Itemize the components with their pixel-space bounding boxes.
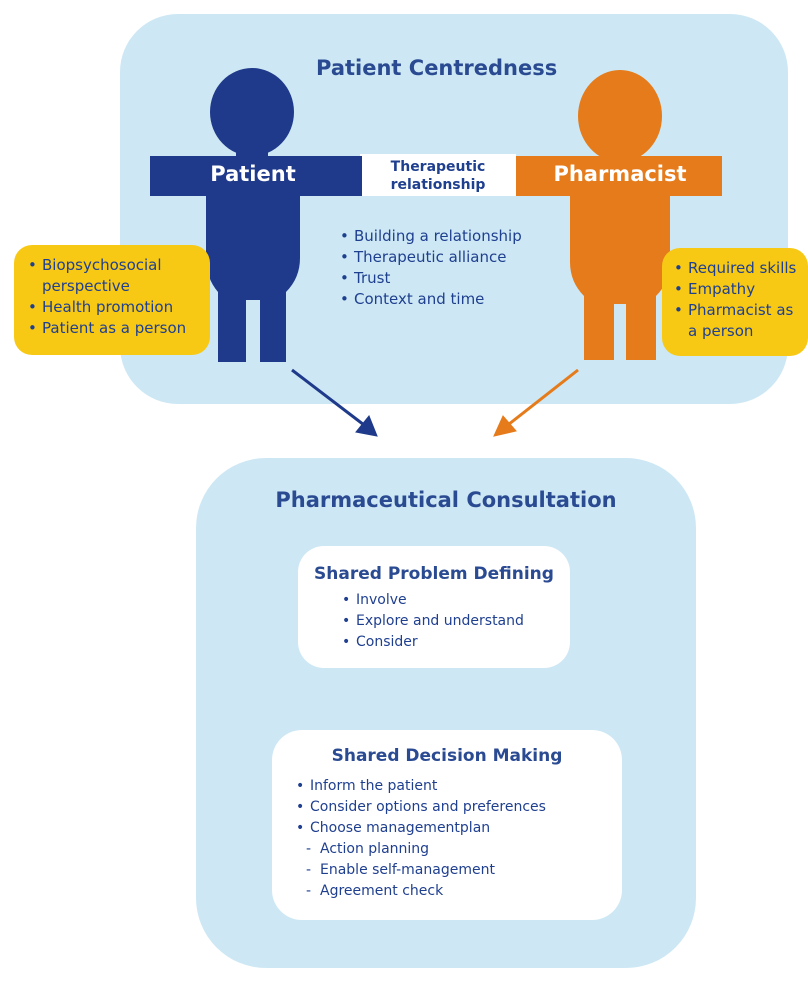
list-item: Agreement check: [304, 881, 622, 902]
patient-centredness-title: Patient Centredness: [316, 56, 558, 80]
list-item: Action planning: [304, 839, 622, 860]
list-item: Pharmacist as a person: [672, 300, 804, 342]
list-item: Therapeutic alliance: [338, 247, 522, 268]
shared-decision-making-title: Shared Decision Making: [331, 746, 563, 766]
pharmacist-figure: [516, 70, 722, 360]
patient-arrow: [291, 368, 378, 437]
therapeutic-relationship-label: Therapeutic relationship: [390, 159, 486, 193]
list-item: Health promotion: [26, 297, 204, 318]
list-item: Choose managementplan: [294, 818, 622, 839]
list-item: Enable self-management: [304, 860, 622, 881]
list-item: Explore and understand: [340, 611, 570, 632]
list-item: Building a relationship: [338, 226, 522, 247]
patient-figure: [150, 68, 362, 362]
pharmacist-aspects-box: Required skills Empathy Pharmacist as a …: [662, 248, 808, 356]
list-item: Consider options and preferences: [294, 797, 622, 818]
list-item: Biopsychosocial perspective: [26, 255, 204, 297]
relationship-list: Building a relationship Therapeutic alli…: [338, 226, 522, 310]
list-item: Empathy: [672, 279, 804, 300]
patient-label: Patient: [210, 162, 296, 186]
shared-decision-making-box: Shared Decision Making Inform the patien…: [272, 730, 622, 920]
pharmaceutical-consultation-title: Pharmaceutical Consultation: [275, 488, 617, 512]
pharmacist-arrow: [493, 368, 579, 437]
list-item: Patient as a person: [26, 318, 204, 339]
list-item: Consider: [340, 632, 570, 653]
list-item: Context and time: [338, 289, 522, 310]
shared-problem-defining-box: Shared Problem Defining Involve Explore …: [298, 546, 570, 668]
shared-problem-defining-title: Shared Problem Defining: [314, 564, 554, 584]
list-item: Inform the patient: [294, 776, 622, 797]
list-item: Trust: [338, 268, 522, 289]
therapeutic-relationship-band: [360, 154, 516, 196]
pharmacist-label: Pharmacist: [553, 162, 687, 186]
list-item: Required skills: [672, 258, 804, 279]
list-item: Involve: [340, 590, 570, 611]
patient-aspects-box: Biopsychosocial perspective Health promo…: [14, 245, 210, 355]
